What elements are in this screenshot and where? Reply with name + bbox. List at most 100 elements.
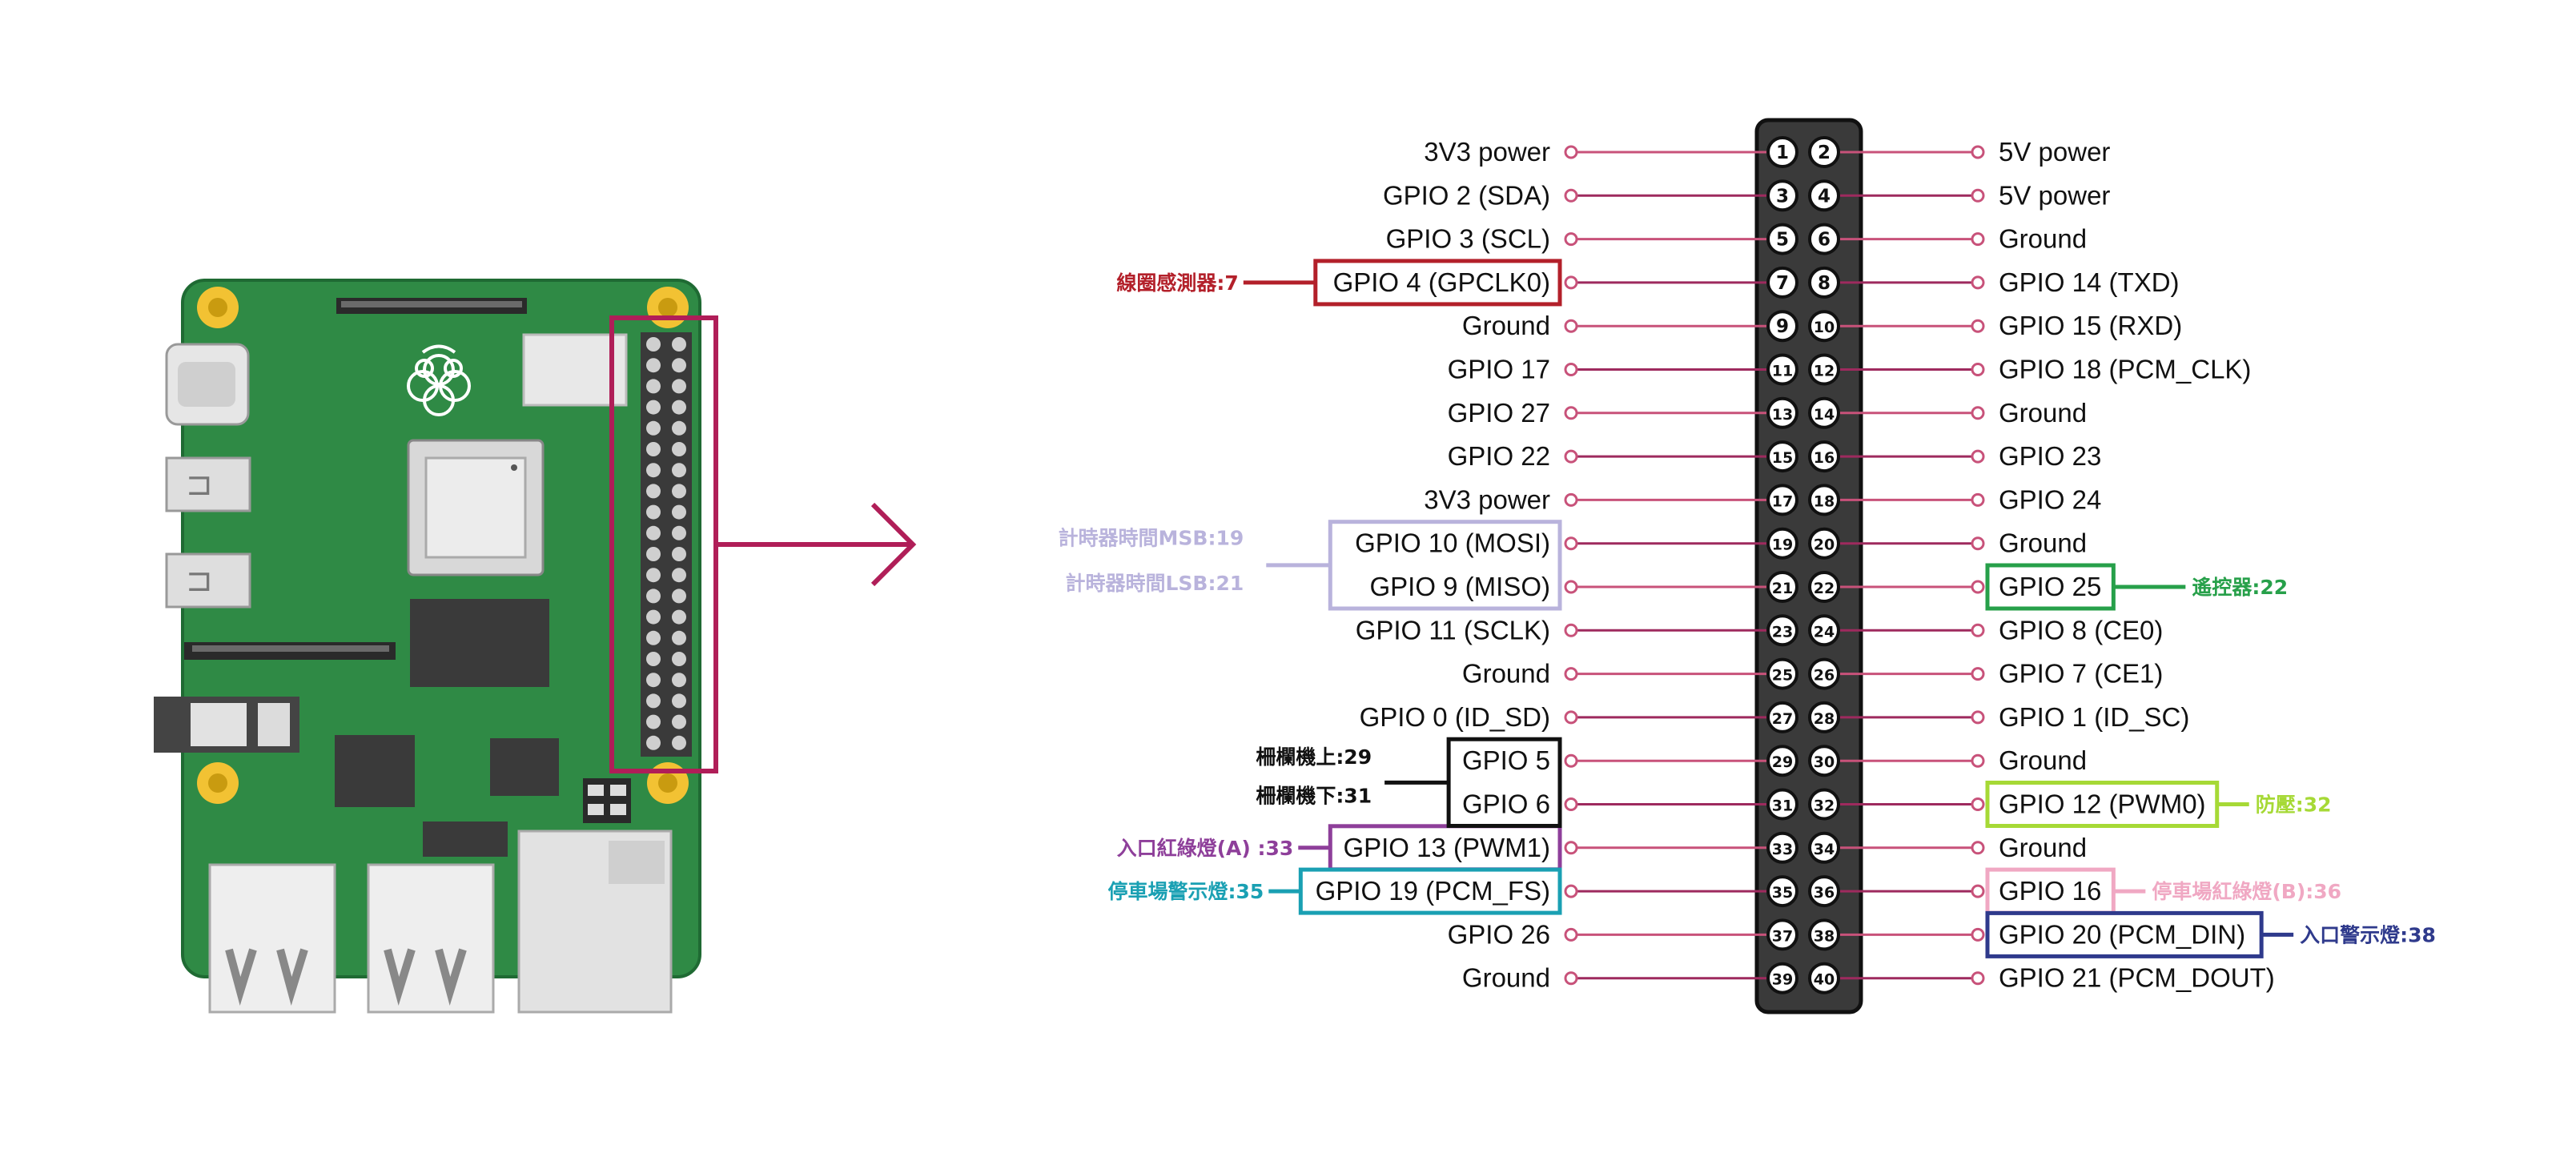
pin-number-20: 20: [1814, 536, 1835, 554]
board-header-pin: [672, 442, 686, 456]
pin-wire-end-40: [1971, 971, 1985, 986]
board-header-pin: [672, 714, 686, 729]
pin-26: [1808, 657, 1840, 690]
pin-label-39: Ground: [1462, 963, 1550, 993]
pin-number-8: 8: [1818, 273, 1831, 294]
pin-wire-end-2: [1971, 145, 1985, 159]
pin-label-26: GPIO 7 (CE1): [1999, 659, 2163, 689]
pin-18: [1808, 484, 1840, 516]
board-header-pin: [646, 693, 661, 709]
pin-wire-end-8: [1971, 275, 1985, 290]
entry-red-green-label: 入口紅綠燈(A) :33: [1117, 837, 1294, 860]
pin-9: [1766, 310, 1798, 343]
pin-number-14: 14: [1814, 406, 1835, 424]
pin-label-19: GPIO 10 (MOSI): [1355, 528, 1550, 558]
pin-number-23: 23: [1772, 623, 1793, 641]
pin-number-18: 18: [1814, 492, 1835, 510]
pin-15: [1766, 440, 1798, 473]
pin-label-10: GPIO 15 (RXD): [1999, 311, 2182, 340]
pin-wire-end-34: [1971, 841, 1985, 855]
board-gpio-header: [641, 332, 692, 757]
pin-19: [1766, 527, 1798, 560]
board-header-body: [641, 332, 692, 757]
board-header-pin: [672, 463, 686, 478]
pin-wire-end-21: [1564, 580, 1578, 594]
pin-29: [1766, 745, 1798, 777]
board-header-pin: [672, 735, 686, 750]
pin-label-37: GPIO 26: [1448, 919, 1550, 949]
pin-wire-end-11: [1564, 363, 1578, 376]
hdmi-port-1: [165, 456, 251, 512]
ethernet-port: [517, 830, 673, 1014]
usb-controller-chip: [335, 735, 415, 807]
pin-wire-end-33: [1564, 841, 1578, 855]
pin-36: [1808, 875, 1840, 908]
lot-warning-label: 停車場警示燈:35: [1108, 880, 1264, 903]
pin-wire-end-1: [1564, 145, 1578, 159]
pin-label-18: GPIO 24: [1999, 484, 2101, 514]
timer-msb-label: 計時器時間MSB:19: [1059, 527, 1244, 550]
pin-wire-end-28: [1971, 710, 1985, 725]
pin-number-11: 11: [1772, 363, 1793, 380]
pin-label-3: GPIO 2 (SDA): [1383, 180, 1550, 210]
pin-label-34: Ground: [1999, 833, 2087, 862]
pin-number-25: 25: [1772, 667, 1793, 685]
pin-number-40: 40: [1814, 971, 1835, 989]
pin-7: [1766, 266, 1798, 299]
pin-wire-end-14: [1971, 406, 1985, 420]
pin-label-33: GPIO 13 (PWM1): [1343, 833, 1550, 862]
pin-number-13: 13: [1772, 406, 1793, 424]
pin-wire-end-30: [1971, 753, 1985, 768]
pin-28: [1808, 701, 1840, 733]
pin-6: [1808, 223, 1840, 255]
pin-label-22: GPIO 25: [1999, 572, 2101, 601]
board-header-pin: [646, 714, 661, 729]
ram-chip: [410, 599, 549, 687]
board-header-pin: [672, 420, 686, 436]
pin-label-8: GPIO 14 (TXD): [1999, 267, 2180, 297]
board-header-pin: [672, 484, 686, 499]
pin-13: [1766, 396, 1798, 429]
pin-label-25: Ground: [1462, 659, 1550, 689]
board-header-pin: [646, 337, 661, 351]
pin-21: [1766, 571, 1798, 603]
pin-25: [1766, 657, 1798, 690]
pin-35: [1766, 875, 1798, 908]
pin-wire-end-36: [1971, 884, 1985, 898]
remote-label: 遙控器:22: [2192, 576, 2288, 599]
board-header-pin: [646, 589, 661, 604]
pin-16: [1808, 440, 1840, 473]
pin-wire-end-9: [1564, 319, 1578, 333]
pin-2: [1808, 136, 1840, 168]
pin-number-24: 24: [1814, 623, 1835, 641]
board-header-pin: [646, 463, 661, 478]
pin-label-17: 3V3 power: [1424, 484, 1550, 514]
pin-32: [1808, 788, 1840, 821]
pin-wire-end-13: [1564, 406, 1578, 420]
pin-17: [1766, 484, 1798, 516]
pin-number-35: 35: [1772, 884, 1793, 902]
pin-34: [1808, 831, 1840, 864]
board-header-pin: [672, 525, 686, 540]
board-header-pin: [672, 693, 686, 709]
pin-38: [1808, 918, 1840, 951]
svg-text:⊐: ⊐: [186, 466, 213, 503]
pin-wire-end-31: [1564, 797, 1578, 811]
pin-label-28: GPIO 1 (ID_SC): [1999, 702, 2189, 732]
gate-down-label: 柵欄機下:31: [1256, 785, 1372, 808]
pin-22: [1808, 571, 1840, 603]
usb-port-2: [367, 863, 495, 1014]
pin-number-38: 38: [1814, 927, 1835, 945]
pin-label-32: GPIO 12 (PWM0): [1999, 789, 2206, 819]
pin-label-12: GPIO 18 (PCM_CLK): [1999, 355, 2251, 384]
pin-label-36: GPIO 16: [1999, 876, 2101, 906]
pin-number-17: 17: [1772, 492, 1793, 510]
pin-label-27: GPIO 0 (ID_SD): [1360, 702, 1550, 732]
pin-number-28: 28: [1814, 710, 1835, 728]
pin-label-2: 5V power: [1999, 137, 2110, 167]
pin-wire-end-23: [1564, 623, 1578, 637]
entry-warning-label: 入口警示燈:38: [2300, 923, 2436, 946]
pin-label-14: Ground: [1999, 398, 2087, 428]
